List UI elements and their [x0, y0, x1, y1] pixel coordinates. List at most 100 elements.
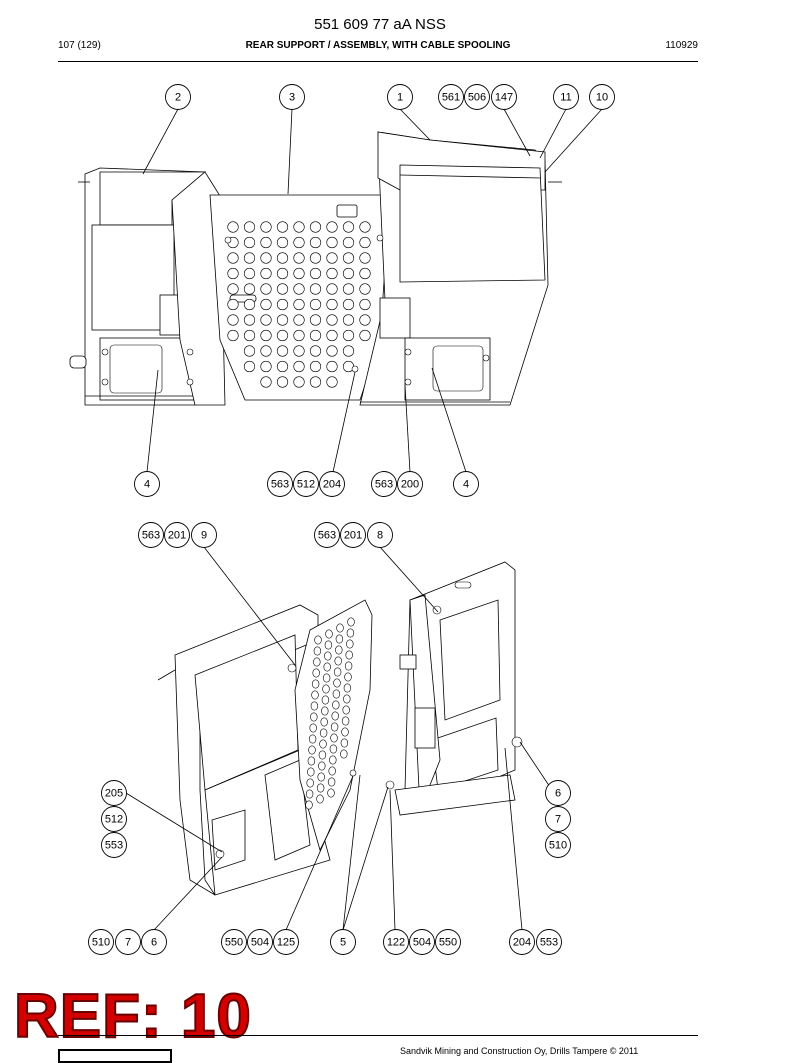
leader-line — [285, 775, 354, 931]
callout-512: 512 — [293, 471, 319, 497]
perforation-hole — [276, 236, 289, 249]
perforation-hole — [309, 221, 322, 233]
perforation-hole — [227, 221, 239, 233]
footer-copyright: Sandvik Mining and Construction Oy, Dril… — [400, 1046, 639, 1056]
header-divider — [58, 61, 698, 62]
perforation-hole — [324, 640, 333, 650]
callout-204: 204 — [509, 929, 535, 955]
fastener — [287, 663, 297, 673]
leader-line — [544, 108, 603, 173]
perforation-hole — [276, 376, 289, 388]
perforation-hole — [309, 252, 322, 264]
perforation-holes — [305, 617, 355, 810]
callout-label: 7 — [555, 814, 561, 826]
callout-label: 563 — [318, 530, 336, 542]
leader-line — [389, 789, 396, 931]
perforation-hole — [309, 267, 322, 280]
perforation-hole — [341, 727, 349, 737]
drawing-title: REAR SUPPORT / ASSEMBLY, WITH CABLE SPOO… — [245, 40, 511, 51]
perforation-hole — [330, 722, 339, 732]
perforation-hole — [359, 252, 371, 264]
perforation-hole — [326, 345, 338, 357]
callout-label: 561 — [442, 92, 460, 104]
callout-512: 512 — [101, 806, 127, 832]
callout-2: 2 — [165, 84, 191, 110]
callout-204: 204 — [319, 471, 345, 497]
perforation-hole — [227, 298, 239, 311]
callout-label: 510 — [92, 937, 110, 949]
callout-6: 6 — [141, 929, 167, 955]
perforation-hole — [305, 789, 314, 799]
fastener — [224, 236, 232, 244]
callout-205: 205 — [101, 780, 127, 806]
perforation-hole — [359, 267, 371, 280]
fastener — [101, 378, 109, 386]
callout-label: 512 — [297, 479, 315, 491]
perforation-hole — [308, 745, 316, 755]
perforation-hole — [260, 329, 272, 342]
perforation-hole — [346, 628, 355, 638]
leader-line — [504, 747, 523, 931]
leader-line — [399, 108, 431, 141]
callout-label: 8 — [377, 530, 383, 542]
perforation-hole — [293, 221, 305, 233]
callout-label: 510 — [549, 840, 567, 852]
perforation-hole — [336, 623, 344, 633]
perforation-hole — [293, 298, 305, 311]
callout-201: 201 — [164, 522, 190, 548]
header-row: 107 (129) REAR SUPPORT / ASSEMBLY, WITH … — [58, 40, 698, 56]
perforation-hole — [326, 252, 338, 264]
perforation-hole — [320, 717, 328, 727]
perforation-hole — [342, 329, 355, 342]
left-iso-bracket — [264, 759, 311, 861]
callout-label: 4 — [463, 479, 469, 491]
perforation-hole — [260, 298, 272, 311]
callout-label: 563 — [271, 479, 289, 491]
perforation-hole — [227, 267, 239, 280]
callout-4: 4 — [453, 471, 479, 497]
fastener — [349, 769, 357, 777]
callout-504: 504 — [409, 929, 435, 955]
callout-label: 10 — [596, 92, 608, 104]
perforation-hole — [276, 345, 289, 357]
fastener — [101, 348, 109, 356]
callout-122: 122 — [383, 929, 409, 955]
callout-label: 504 — [413, 937, 431, 949]
perforation-hole — [310, 712, 318, 722]
perforation-hole — [276, 314, 289, 326]
perforation-hole — [260, 221, 272, 233]
callout-label: 201 — [168, 530, 186, 542]
fastener — [186, 378, 194, 386]
perforation-hole — [359, 298, 371, 311]
perforation-hole — [305, 800, 313, 810]
perforation-hole — [310, 701, 319, 711]
perforation-hole — [347, 617, 355, 627]
leader-line — [539, 108, 567, 159]
callout-6: 6 — [545, 780, 571, 806]
callout-label: 7 — [125, 937, 131, 949]
perforation-hole — [326, 376, 338, 388]
perforation-hole — [293, 376, 305, 388]
right-lower-box — [404, 337, 491, 401]
left-fitting — [69, 355, 87, 369]
callout-label: 4 — [144, 479, 150, 491]
leader-line — [332, 371, 356, 473]
left-lower-box — [99, 337, 196, 401]
perforation-hole — [276, 221, 289, 233]
callout-201: 201 — [340, 522, 366, 548]
perforation-hole — [309, 236, 322, 249]
perforation-hole — [344, 672, 352, 682]
leader-line — [342, 786, 389, 931]
perforation-hole — [312, 668, 320, 678]
leader-line — [146, 369, 159, 473]
perforation-hole — [359, 221, 371, 233]
perforation-hole — [260, 345, 272, 357]
perforation-hole — [340, 738, 349, 748]
callout-553: 553 — [536, 929, 562, 955]
perforation-hole — [359, 283, 371, 295]
callout-label: 550 — [439, 937, 457, 949]
perforation-hole — [260, 283, 272, 295]
perforation-hole — [313, 646, 322, 656]
perforation-hole — [293, 314, 305, 326]
